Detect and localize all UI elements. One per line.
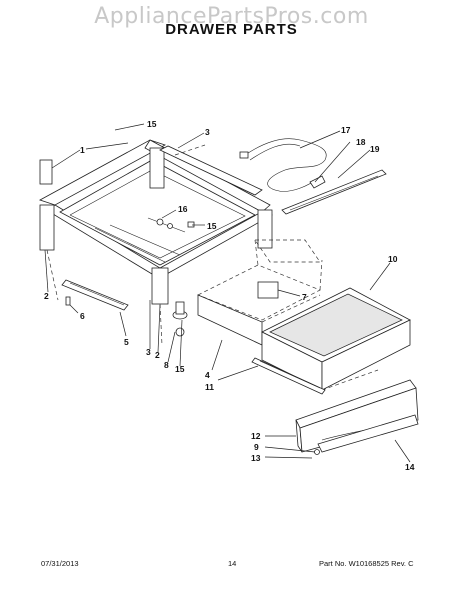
callout-12: 12 — [251, 431, 261, 441]
track-5 — [61, 279, 129, 311]
drawer-slide-right — [281, 169, 387, 215]
top-right-rail — [159, 144, 263, 196]
callout-16: 16 — [178, 204, 188, 214]
callout-15: 15 — [207, 221, 217, 231]
callout-14: 14 — [405, 462, 415, 472]
screw-6 — [65, 296, 71, 306]
bracket-back-left — [39, 159, 53, 185]
callout-15: 15 — [175, 364, 185, 374]
callout-1: 1 — [80, 145, 85, 155]
callout-4: 4 — [205, 370, 210, 380]
callout-10: 10 — [388, 254, 398, 264]
frame-panel — [59, 159, 256, 266]
screw-9 — [314, 449, 320, 455]
drawer-housing-4 — [197, 239, 323, 346]
callout-19: 19 — [370, 144, 380, 154]
callout-labels: 15 1 3 17 18 19 16 15 2 6 5 3 2 8 15 4 7… — [44, 119, 415, 472]
callout-3: 3 — [205, 127, 210, 137]
callout-2: 2 — [155, 350, 160, 360]
callout-6: 6 — [80, 311, 85, 321]
bracket-right — [257, 209, 273, 249]
bracket-7 — [257, 281, 279, 299]
callout-9: 9 — [254, 442, 259, 452]
leveling-leg-8 — [172, 301, 188, 337]
bracket-back-right — [149, 147, 165, 189]
callout-3: 3 — [146, 347, 151, 357]
footer-date: 07/31/2013 — [41, 559, 79, 568]
callout-13: 13 — [251, 453, 261, 463]
callout-17: 17 — [341, 125, 351, 135]
page-title: DRAWER PARTS — [165, 21, 298, 38]
bake-element — [239, 138, 327, 192]
drawer-body-10 — [261, 287, 411, 391]
leader-lines — [44, 123, 411, 463]
drawer-frame-assembly — [39, 139, 273, 346]
callout-18: 18 — [356, 137, 366, 147]
bracket-front-right — [151, 267, 169, 305]
footer-part-number: Part No. W10168525 Rev. C — [319, 559, 414, 568]
callout-5: 5 — [124, 337, 129, 347]
callout-8: 8 — [164, 360, 169, 370]
watermark: AppliancePartsPros.com — [94, 4, 369, 29]
callout-11: 11 — [205, 382, 214, 392]
bracket-front-left — [39, 204, 55, 251]
frame-back-rail — [39, 139, 166, 206]
callout-15: 15 — [147, 119, 157, 129]
footer-page-number: 14 — [228, 559, 237, 568]
sensor-part-16 — [147, 217, 195, 233]
slide-rail-11 — [251, 357, 326, 395]
callout-2: 2 — [44, 291, 49, 301]
drawer-bracket-18 — [309, 175, 326, 189]
drawer-front-panel — [295, 379, 419, 453]
callout-7: 7 — [302, 292, 307, 302]
